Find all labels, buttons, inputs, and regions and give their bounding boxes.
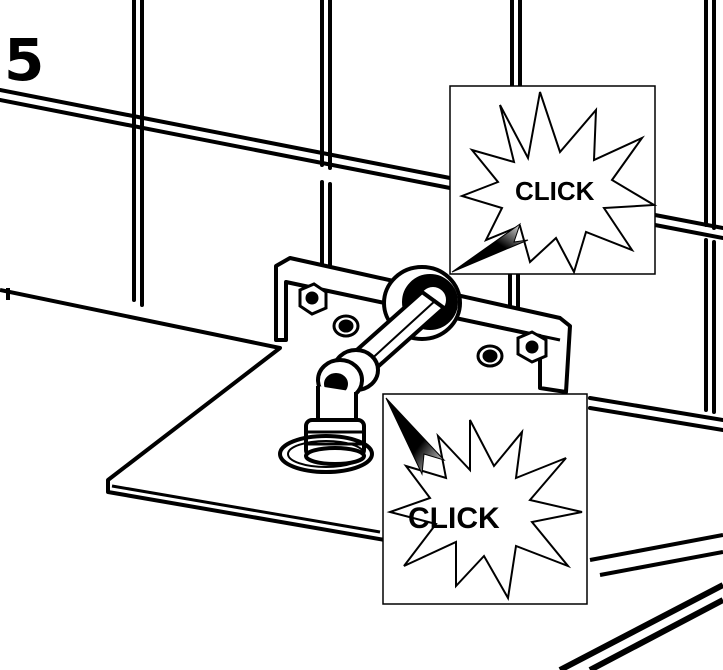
starburst-icon bbox=[386, 419, 583, 601]
tile-wall bbox=[0, 0, 723, 432]
step-number: 5 bbox=[4, 26, 44, 94]
floor-outlet-ring bbox=[278, 434, 374, 474]
click-callout-bottom: CLICK bbox=[382, 393, 588, 605]
shelf-surface bbox=[0, 288, 723, 670]
click-label: CLICK bbox=[408, 502, 500, 535]
pointer-arrow-icon bbox=[451, 222, 529, 273]
nut-right bbox=[476, 344, 504, 368]
click-callout-top: CLICK bbox=[449, 85, 658, 275]
starburst-icon bbox=[458, 91, 658, 275]
pointer-arrow-icon bbox=[385, 397, 446, 476]
bolt-right bbox=[516, 330, 548, 364]
bolt-left bbox=[298, 282, 328, 316]
elbow-connector bbox=[316, 348, 380, 427]
nut-left bbox=[332, 314, 360, 338]
click-label: CLICK bbox=[515, 176, 595, 206]
